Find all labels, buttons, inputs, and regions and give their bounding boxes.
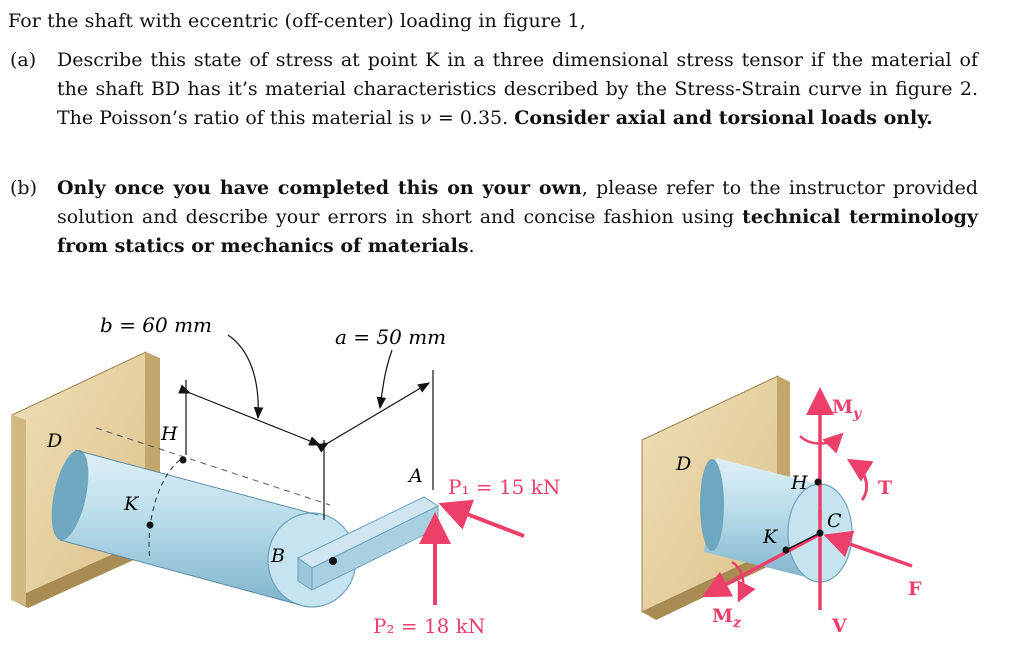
label-T: T xyxy=(878,477,892,499)
load-P2-label: P₂ = 18 kN xyxy=(373,614,485,638)
dim-b-label: b = 60 mm xyxy=(100,313,212,337)
point-C xyxy=(816,529,824,537)
label-V: V xyxy=(831,615,848,637)
load-P1-label: P₁ = 15 kN xyxy=(448,475,560,499)
part-b-end: . xyxy=(468,235,475,257)
part-a: (a) Describe this state of stress at poi… xyxy=(10,46,978,133)
label-H-left: H xyxy=(160,423,178,445)
label-K-right: K xyxy=(762,526,779,548)
part-b-body: Only once you have completed this on you… xyxy=(57,174,978,261)
dimension-lines xyxy=(178,334,434,520)
part-a-tag: (a) xyxy=(10,49,37,71)
label-D-right: D xyxy=(675,453,691,475)
part-b: (b) Only once you have completed this on… xyxy=(10,174,978,261)
label-F: F xyxy=(908,578,922,600)
part-b-bold-1: Only once you have completed this on you… xyxy=(57,177,582,199)
label-H-right: H xyxy=(790,472,808,494)
label-C: C xyxy=(827,510,842,532)
label-My: My xyxy=(832,396,862,422)
label-D-left: D xyxy=(46,430,62,452)
point-H-right xyxy=(814,478,822,486)
problem-intro: For the shaft with eccentric (off-center… xyxy=(8,10,586,32)
point-B-dot xyxy=(329,557,337,565)
dim-a-label: a = 50 mm xyxy=(335,325,446,349)
point-K xyxy=(146,521,154,529)
point-H xyxy=(179,456,187,464)
part-b-text: , please refer to the instructor provide… xyxy=(57,177,978,228)
part-b-bold-2: technical terminology from statics or me… xyxy=(57,206,978,257)
section-axes xyxy=(701,387,913,610)
part-a-text: Describe this state of stress at point K… xyxy=(57,49,978,129)
part-b-tag: (b) xyxy=(10,177,37,199)
part-a-bold: Consider axial and torsional loads only. xyxy=(514,107,933,129)
section-axis-line xyxy=(785,532,821,551)
eccentric-bar xyxy=(297,496,440,591)
load-arrows xyxy=(419,499,525,605)
part-a-body: Describe this state of stress at point K… xyxy=(57,46,978,133)
label-A: A xyxy=(407,465,423,487)
label-K-left: K xyxy=(123,493,140,515)
point-K-right xyxy=(782,546,790,554)
label-Mz: Mz xyxy=(712,605,742,631)
label-B: B xyxy=(270,545,285,567)
